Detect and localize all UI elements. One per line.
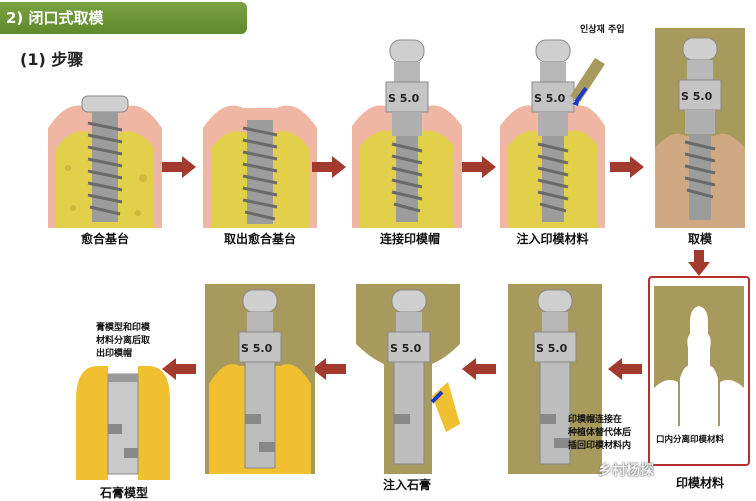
korean-note-injection: 인상재 주입 (580, 25, 625, 35)
arrow-left-icon (162, 358, 196, 380)
injection-illustration: S 5.0 (500, 39, 605, 228)
panel-analog-reinserted: S 5.0 (508, 284, 602, 474)
watermark: 乡村杨探 (598, 463, 654, 479)
implant-illustration (203, 105, 317, 228)
panel-plaster-model (74, 360, 172, 480)
note-line: 出印模帽 (96, 349, 133, 359)
abutment-mark: S 5.0 (681, 90, 713, 103)
panel-connect-cap: S 5.0 (352, 36, 462, 228)
arrow-down-icon (688, 250, 710, 276)
note-separate: 膏模型和印模 材料分离后取 出印模帽 (96, 322, 150, 361)
note-cap-connect: 印模帽连接在 种植体替代体后 插回印模材料内 (568, 414, 631, 453)
plaster-model-illustration (76, 366, 170, 480)
note-line: 膏模型和印模 (96, 323, 151, 333)
panel-inject-material: S 5.0 (500, 36, 605, 228)
arrow-right-icon (162, 156, 196, 178)
note-line: 材料分离后取 (96, 336, 151, 346)
abutment-mark: S 5.0 (390, 342, 422, 355)
section-title: 2) 闭口式取模 (6, 9, 104, 27)
note-impression-in-mouth: 口内分离印模材料 (656, 435, 725, 445)
panel-plaster-set: S 5.0 (205, 284, 315, 474)
abutment-mark: S 5.0 (388, 92, 420, 105)
abutment-mark: S 5.0 (536, 342, 568, 355)
note-line: 印模帽连接在 (568, 415, 623, 425)
arrow-right-icon (462, 156, 496, 178)
step-label-inject-plaster: 注入石膏 (382, 478, 431, 492)
arrow-left-icon (608, 358, 642, 380)
panel-remove-abutment (203, 78, 317, 228)
plaster-set-illustration: S 5.0 (209, 289, 311, 474)
panel-inject-plaster: S 5.0 (356, 284, 460, 474)
note-line: 种植体替代体后 (568, 428, 632, 438)
arrow-right-icon (312, 156, 346, 178)
step-label-healing-abutment: 愈合基台 (80, 232, 129, 246)
panel-healing-abutment (48, 78, 162, 228)
step-label-connect-cap: 连接印模帽 (379, 232, 440, 246)
section-banner: 2) 闭口式取模 (0, 2, 247, 34)
impression-mold-illustration (654, 286, 744, 426)
step-label-take-impression: 取模 (687, 232, 712, 246)
steps-heading: (1) 步骤 (20, 50, 84, 69)
step-label-inject-material: 注入印模材料 (516, 232, 589, 246)
highlight-box: 口内分离印模材料 (648, 276, 750, 466)
abutment-mark: S 5.0 (241, 342, 273, 355)
arrow-left-icon (312, 358, 346, 380)
arrow-left-icon (462, 358, 496, 380)
impression-cap-illustration: S 5.0 (352, 39, 462, 228)
abutment-mark: S 5.0 (534, 92, 566, 105)
healing-abutment-illustration (48, 95, 162, 228)
note-line: 插回印模材料内 (568, 441, 632, 451)
step-label-impression-material: 印模材料 (675, 476, 724, 490)
plaster-injection-illustration: S 5.0 (356, 289, 460, 474)
analog-illustration: S 5.0 (533, 289, 577, 465)
panel-take-impression: S 5.0 (655, 28, 745, 228)
arrow-right-icon (610, 156, 644, 178)
step-label-plaster-model: 石膏模型 (99, 486, 148, 500)
take-impression-illustration: S 5.0 (655, 37, 745, 228)
injection-blue-arrow (574, 86, 588, 104)
step-label-remove-abutment: 取出愈合基台 (223, 232, 296, 246)
